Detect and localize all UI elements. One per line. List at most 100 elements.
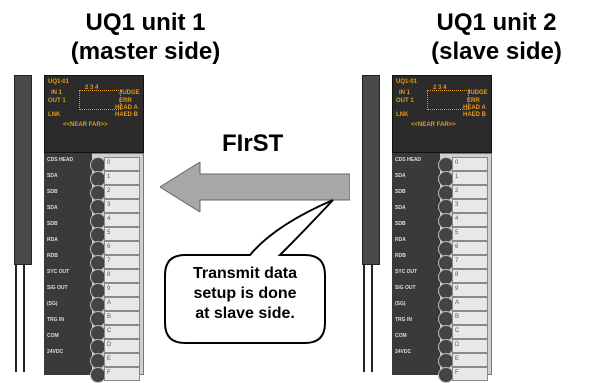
terminal-slot: 0 [452,157,488,171]
terminal-slot: 5 [104,227,140,241]
bubble-text: Transmit data setup is done at slave sid… [170,264,320,324]
unit1-device: UQ1-01 IN 1 OUT 1 2 3 4 JUDGE ERR HEAD A… [14,75,144,383]
slot-number: 8 [455,272,459,278]
slot-number: 7 [107,258,111,264]
terminal-slot: E [452,353,488,367]
unit1-out-label: OUT 1 [48,98,66,104]
slot-number: 9 [455,286,459,292]
terminal-slot: 4 [452,213,488,227]
terminal-slot: 9 [452,283,488,297]
unit1-pin-panel [44,153,92,375]
terminal-slot: F [104,367,140,381]
terminal-slot: 8 [104,269,140,283]
pin-label: RDA [395,237,406,243]
slot-number: D [455,342,460,348]
bubble-line-3: at slave side. [195,305,295,322]
unit2-out-label: OUT 1 [396,98,414,104]
terminal-slot: B [452,311,488,325]
terminal-slot: A [104,297,140,311]
unit2-pin-panel [392,153,440,375]
terminal-slot: D [452,339,488,353]
unit2-led-frame [427,90,469,110]
slot-number: 0 [107,160,111,166]
pin-label: SDA [395,173,406,179]
unit2-model-label: UQ1-01 [396,79,418,85]
terminal-slot: 5 [452,227,488,241]
unit2-title-line2: (slave side) [431,38,562,65]
unit1-near-far-label: <<NEAR FAR>> [63,122,108,128]
unit1-model-label: UQ1-01 [48,79,70,85]
slot-number: 8 [107,272,111,278]
unit2-antenna [362,75,380,265]
unit2-in-label: IN 1 [399,90,411,96]
terminal-slot: 8 [452,269,488,283]
slot-number: 3 [455,202,459,208]
slot-number: 1 [107,174,111,180]
unit1-head-b-label: HAED B [115,112,139,118]
terminal-slot: D [104,339,140,353]
terminal-slot: 2 [452,185,488,199]
unit1-err-label: ERR [119,98,132,104]
slot-number: 6 [455,244,459,250]
pin-label: RDA [47,237,58,243]
unit2-err-label: ERR [467,98,480,104]
pin-label: SYC OUT [395,269,418,275]
slot-number: F [455,370,459,376]
slot-number: E [107,356,112,362]
pin-label: (SG) [47,301,58,307]
unit1-cable-a [15,265,17,372]
unit2-lnk-label: LNK [396,112,409,118]
pin-label: TRG IN [47,317,64,323]
slot-number: 5 [455,230,459,236]
slot-number: 2 [455,188,459,194]
terminal-slot: E [104,353,140,367]
unit2-title: UQ1 unit 2 (slave side) [404,8,589,66]
bubble-line-1: Transmit data [192,265,298,282]
unit1-in-label: IN 1 [51,90,63,96]
pin-label: SIG OUT [47,285,68,291]
transmit-arrow [160,162,350,212]
terminal-slot: C [104,325,140,339]
slot-number: 4 [455,216,459,222]
unit1-judge-label: JUDGE [119,90,140,96]
slot-number: 4 [107,216,111,222]
pin-label: SDA [47,205,58,211]
unit2-near-far-label: <<NEAR FAR>> [411,122,456,128]
slot-number: 5 [107,230,111,236]
unit2-title-line1: UQ1 unit 2 [436,9,557,36]
pin-label: TRG IN [395,317,412,323]
terminal-slot: 6 [104,241,140,255]
unit1-cable-b [23,265,25,372]
slot-number: 2 [107,188,111,194]
terminal-slot: 3 [104,199,140,213]
speech-bubble [164,199,334,344]
terminal-slot: B [104,311,140,325]
terminal-slot: 9 [104,283,140,297]
slot-number: B [455,314,460,320]
arrow-label: FIrST [222,130,284,157]
unit2-device: UQ1-01 IN 1 OUT 1 2 3 4 JUDGE ERR HEAD A… [362,75,492,383]
slot-number: 9 [107,286,111,292]
terminal-slot: 6 [452,241,488,255]
unit1-led-frame [79,90,121,110]
slot-number: 7 [455,258,459,264]
unit1-display-panel: UQ1-01 IN 1 OUT 1 2 3 4 JUDGE ERR HEAD A… [44,75,144,153]
slot-number: E [455,356,460,362]
pin-label: (SG) [395,301,406,307]
pin-label: SDA [395,205,406,211]
pin-label: SDA [47,173,58,179]
unit2-display-panel: UQ1-01 IN 1 OUT 1 2 3 4 JUDGE ERR HEAD A… [392,75,492,153]
pin-label: SDB [47,189,58,195]
unit2-cable-a [363,265,365,372]
terminal-slot: A [452,297,488,311]
slot-number: A [455,300,460,306]
unit1-head-a-label: HEAD A [115,105,138,111]
slot-number: C [107,328,112,334]
terminal-slot: 0 [104,157,140,171]
unit1-antenna [14,75,32,265]
pin-label: 24VDC [395,349,412,355]
unit1-title-line2: (master side) [70,38,221,65]
bubble-line-2: setup is done [193,285,297,302]
pin-label: SDB [395,221,406,227]
unit2-led-numbers: 2 3 4 [433,85,447,91]
